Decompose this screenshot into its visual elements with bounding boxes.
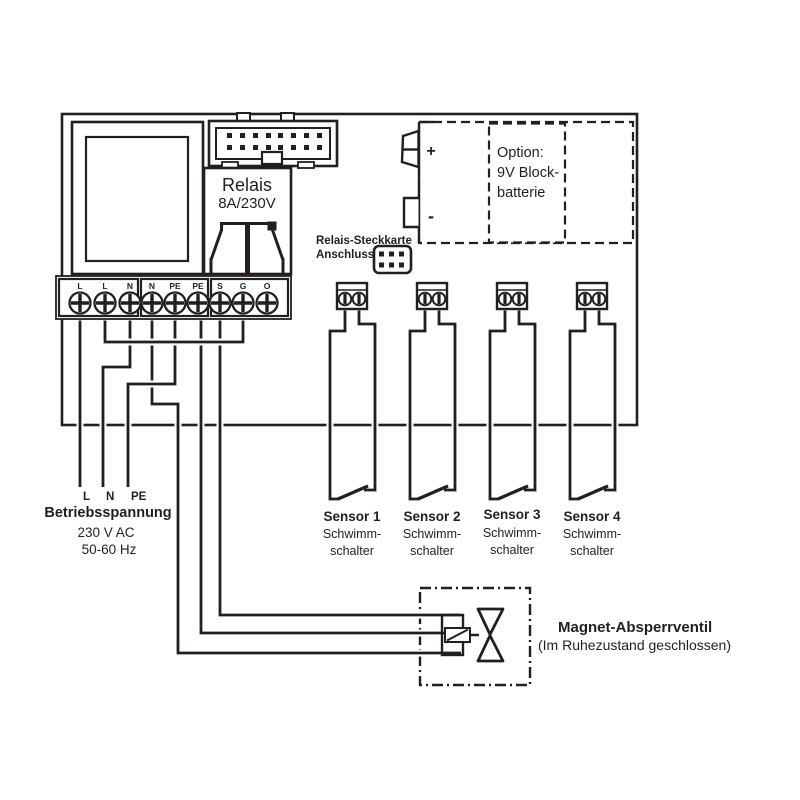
float-switch-blade-3	[497, 484, 529, 501]
sensor-label-4: Sensor 4 Schwimm- schalter	[563, 509, 621, 558]
wiring	[76, 310, 619, 657]
battery-plus-label: +	[426, 143, 435, 160]
power-frequency: 50-60 Hz	[82, 542, 137, 557]
sensor-labels: Sensor 1 Schwimm- schalter Sensor 2 Schw…	[323, 507, 621, 558]
sensor-4-type1: Schwimm-	[563, 527, 621, 541]
valve-title: Magnet-Absperrventil	[558, 619, 712, 636]
sensor-3-name: Sensor 3	[483, 507, 541, 522]
wire-l-to-g-bridge	[101, 320, 247, 346]
terminal-screws	[68, 291, 279, 315]
relay-contact-symbol	[209, 221, 285, 273]
solenoid-valve	[440, 607, 505, 663]
sensor-loop-4	[566, 310, 619, 503]
sensor-4-type2: schalter	[570, 544, 614, 558]
sensor-loop-2	[406, 310, 459, 503]
sensor-1-type2: schalter	[330, 544, 374, 558]
idc-pins	[227, 133, 322, 150]
sensor-terminal-block-1	[335, 281, 369, 311]
sensor-1-name: Sensor 1	[323, 509, 381, 524]
float-switch-blade-1	[337, 484, 369, 501]
relay-box: Relais 8A/230V	[202, 166, 293, 276]
sensor-2-type1: Schwimm-	[403, 527, 461, 541]
battery-option-line1: Option:	[497, 145, 544, 161]
terminal-label-n1: N	[127, 281, 133, 291]
terminal-label-n2: N	[149, 281, 155, 291]
sensor-terminal-block-4	[575, 281, 609, 311]
sensor-2-name: Sensor 2	[403, 509, 460, 524]
battery-option: + - Option: 9V Block- batterie	[400, 120, 635, 245]
label-pe: PE	[131, 491, 147, 503]
sensor-label-2: Sensor 2 Schwimm- schalter	[403, 509, 461, 558]
battery-minus-label: -	[428, 206, 434, 226]
terminal-label-l1: L	[77, 281, 82, 291]
terminal-label-pe2: PE	[192, 281, 204, 291]
sensor-3-type2: schalter	[490, 543, 534, 557]
wire-mains-pe	[124, 320, 179, 487]
sensor-loop-1	[326, 310, 379, 503]
display	[70, 120, 205, 276]
sensor-terminal-blocks	[335, 281, 609, 311]
idc-polarizing-notch	[260, 150, 284, 166]
sensor-label-3: Sensor 3 Schwimm- schalter	[483, 507, 541, 557]
terminal-labels: L L N N PE PE S G O	[77, 281, 270, 291]
valve-labels: Magnet-Absperrventil (Im Ruhezustand ges…	[538, 619, 731, 653]
battery-option-line2: 9V Block-	[497, 165, 559, 181]
float-switch-blade-4	[577, 484, 609, 501]
terminal-label-g: G	[240, 281, 247, 291]
relay-card-label-line2: Anschluss	[316, 249, 374, 261]
solenoid-coil-diagonal	[446, 628, 469, 642]
relay-card-pins	[379, 251, 404, 268]
terminal-label-s: S	[217, 281, 223, 291]
battery-option-line3: batterie	[497, 185, 545, 201]
terminal-label-o: O	[264, 281, 271, 291]
relay-label-line2: 8A/230V	[218, 195, 276, 212]
sensor-label-1: Sensor 1 Schwimm- schalter	[323, 509, 381, 558]
label-n: N	[106, 491, 114, 503]
wire-valve-pe	[197, 320, 452, 637]
valve-symbol	[476, 607, 505, 663]
relay-card-connector: Relais-Steckkarte Anschluss	[316, 235, 413, 275]
terminal-label-pe1: PE	[169, 281, 181, 291]
relay-label-line1: Relais	[222, 175, 272, 195]
sensor-1-type1: Schwimm-	[323, 527, 381, 541]
battery-minus-terminal	[402, 196, 419, 229]
sensor-terminal-block-3	[495, 281, 529, 311]
wire-valve-switched	[216, 320, 461, 619]
terminal-label-l2: L	[102, 281, 107, 291]
relay-card-label-line1: Relais-Steckkarte	[316, 235, 412, 247]
wire-valve-n	[148, 320, 461, 657]
sensor-2-type2: schalter	[410, 544, 454, 558]
relay-card-socket	[372, 244, 413, 275]
display-screen	[84, 135, 190, 263]
sensor-3-type1: Schwimm-	[483, 526, 541, 540]
battery-plus-terminal	[400, 129, 420, 169]
power-voltage: 230 V AC	[77, 525, 134, 540]
power-title: Betriebsspannung	[44, 505, 171, 521]
power-supply-labels: L N PE Betriebsspannung 230 V AC 50-60 H…	[44, 491, 171, 557]
valve-subtitle: (Im Ruhezustand geschlossen)	[538, 637, 731, 653]
terminal-strip: L L N N PE PE S G O	[55, 275, 292, 320]
idc-connector	[207, 112, 339, 169]
sensor-terminal-block-2	[415, 281, 449, 311]
float-switch-blade-2	[417, 484, 449, 501]
label-l: L	[83, 491, 90, 503]
idc-foot	[297, 161, 315, 169]
relay-contact-dot	[267, 221, 277, 231]
battery-option-box	[487, 122, 567, 244]
sensor-loop-3	[486, 310, 539, 503]
sensor-4-name: Sensor 4	[563, 509, 621, 524]
